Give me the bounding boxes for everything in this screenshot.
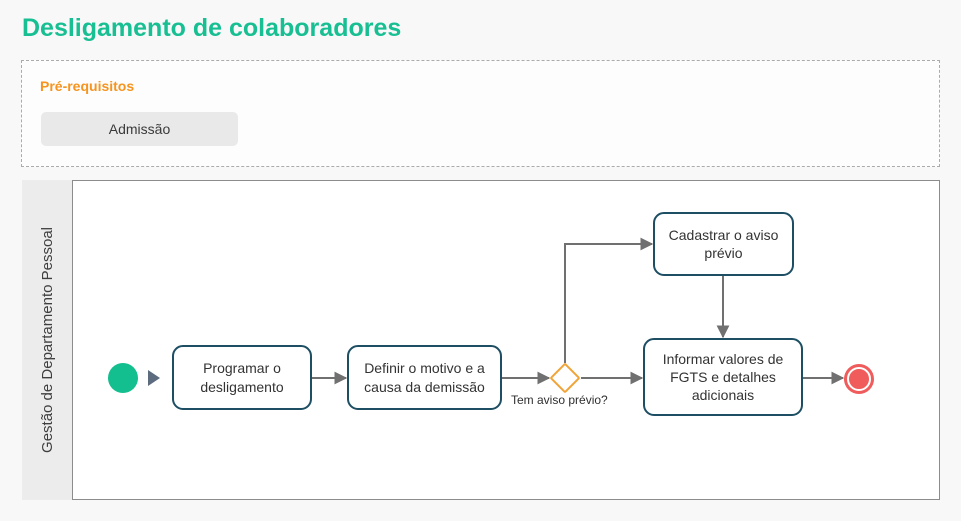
gateway-label: Tem aviso prévio? (511, 393, 608, 407)
task-label: Programar o desligamento (200, 360, 284, 395)
page-title: Desligamento de colaboradores (22, 14, 402, 42)
swimlane: Gestão de Departamento Pessoal (22, 180, 940, 500)
swimlane-label-strip: Gestão de Departamento Pessoal (22, 180, 72, 500)
prerequisites-heading: Pré-requisitos (40, 78, 135, 94)
prerequisites-panel: Pré-requisitos Admissão (21, 60, 940, 167)
diagram-canvas[interactable]: Programar o desligamento Definir o motiv… (72, 180, 940, 500)
task-label: Definir o motivo e a causa da demissão (364, 360, 485, 395)
connector-gateway-cadastrar (564, 237, 654, 363)
play-marker-icon (148, 370, 160, 386)
task-definir-motivo[interactable]: Definir o motivo e a causa da demissão (347, 345, 502, 410)
task-cadastrar-aviso[interactable]: Cadastrar o aviso prévio (653, 212, 794, 276)
start-event[interactable] (108, 363, 138, 393)
end-event-ring (847, 367, 871, 391)
prerequisite-admissao-button[interactable]: Admissão (41, 112, 238, 146)
task-programar-desligamento[interactable]: Programar o desligamento (172, 345, 312, 410)
task-label: Cadastrar o aviso prévio (668, 226, 779, 261)
task-label: Informar valores de FGTS e detalhes adic… (662, 350, 784, 404)
swimlane-label: Gestão de Departamento Pessoal (38, 227, 56, 453)
task-informar-fgts[interactable]: Informar valores de FGTS e detalhes adic… (643, 338, 803, 416)
flow-connectors (148, 237, 845, 386)
end-event[interactable] (844, 364, 874, 394)
